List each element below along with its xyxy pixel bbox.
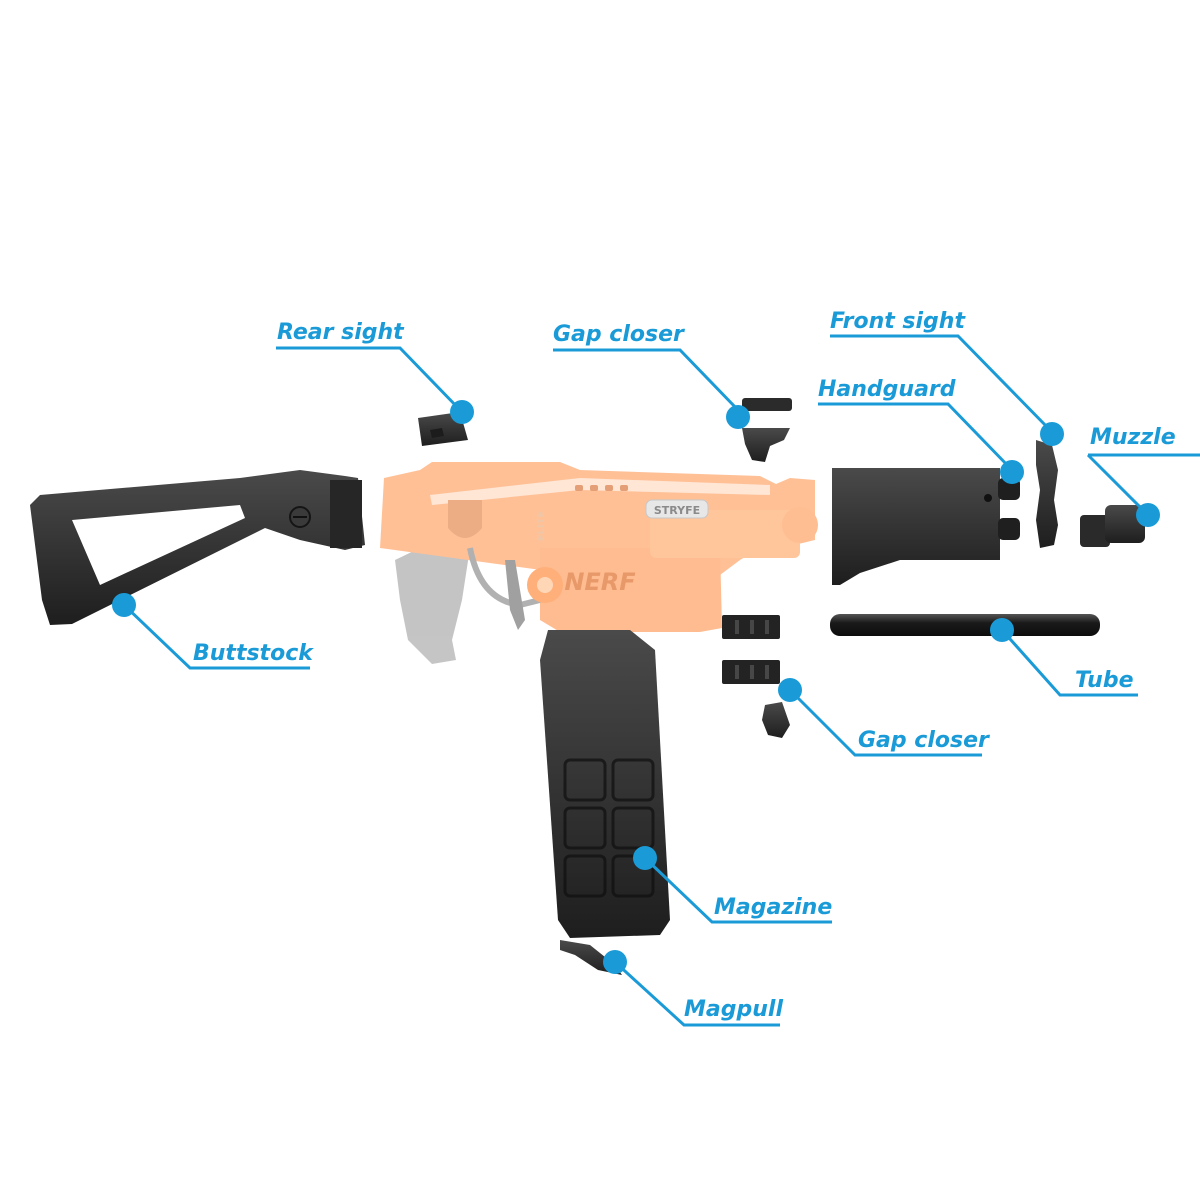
blaster-rail-stripe — [430, 478, 770, 505]
label-buttstock: Buttstock — [193, 641, 313, 666]
leader-gap-closer-top — [553, 348, 740, 412]
label-magazine: Magazine — [714, 895, 833, 920]
handguard-part — [832, 468, 1020, 585]
magazine-part — [540, 630, 670, 938]
callout-dots — [112, 400, 1160, 974]
front-sight-part — [1036, 440, 1058, 548]
blaster-model-text: STRYFE — [654, 504, 700, 517]
dot-front-sight — [1040, 422, 1064, 446]
leader-tube — [1000, 629, 1138, 697]
blaster-vents — [575, 485, 628, 491]
blaster-lower-body — [540, 548, 722, 632]
dot-buttstock — [112, 593, 136, 617]
tube-part — [830, 614, 1100, 636]
dot-magazine — [633, 846, 657, 870]
label-rear-sight: Rear sight — [277, 320, 404, 345]
label-magpull: Magpull — [684, 997, 783, 1022]
gap-closer-top-part — [742, 398, 792, 462]
blaster-trigger — [505, 560, 525, 630]
muzzle-part — [1080, 505, 1145, 547]
leader-rear-sight — [276, 346, 464, 414]
label-gap-closer-top: Gap closer — [553, 322, 684, 347]
leader-handguard — [818, 402, 1014, 472]
label-front-sight: Front sight — [830, 309, 965, 334]
label-tube: Tube — [1075, 668, 1134, 693]
blaster-grip — [395, 548, 470, 664]
dot-tube — [990, 618, 1014, 642]
leader-gap-closer-bottom — [788, 688, 982, 757]
buttstock-part — [30, 470, 365, 625]
label-muzzle: Muzzle — [1090, 425, 1176, 450]
label-handguard: Handguard — [818, 377, 956, 402]
blaster-shield-emblem — [448, 500, 482, 538]
blaster-front-rail — [650, 510, 800, 558]
label-gap-closer-bottom: Gap closer — [858, 728, 989, 753]
dot-handguard — [1000, 460, 1024, 484]
blaster-logo-text: NERF — [564, 568, 636, 596]
gap-closer-bottom-part — [722, 615, 790, 738]
dot-muzzle — [1136, 503, 1160, 527]
blaster-model-badge — [645, 499, 709, 519]
leader-buttstock — [122, 603, 310, 670]
dot-rear-sight — [450, 400, 474, 424]
leader-muzzle-angle — [1086, 453, 1150, 517]
leader-magazine — [643, 856, 832, 924]
leader-front-sight — [830, 334, 1054, 434]
dot-magpull — [603, 950, 627, 974]
dot-gap-closer-bottom — [778, 678, 802, 702]
stryfe-blaster — [380, 462, 818, 664]
dot-gap-closer-top — [726, 405, 750, 429]
leader-magpull — [613, 960, 780, 1027]
leader-lines — [122, 334, 1200, 1027]
blaster-series-text: ELITE — [536, 511, 547, 542]
